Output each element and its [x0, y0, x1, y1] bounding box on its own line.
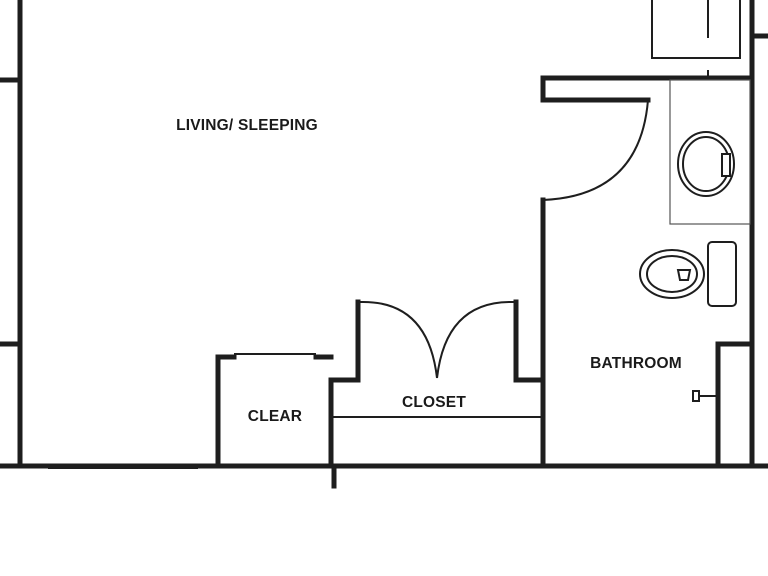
closet-doors [359, 300, 515, 379]
vanity-counter [669, 79, 751, 225]
bathroom-door-swing [542, 99, 649, 201]
toilet-flush-hole [676, 269, 692, 281]
toilet-tank [707, 241, 737, 307]
closet-door-right-swing [436, 300, 515, 379]
handle-icon [692, 390, 718, 402]
label-living-sleeping: LIVING/ SLEEPING [176, 117, 318, 134]
bathroom-right-inner-wall [715, 341, 755, 469]
sink-faucet [721, 153, 731, 177]
closet-door-left-swing [359, 300, 438, 379]
clear-left-wall [215, 354, 237, 469]
label-closet: CLOSET [402, 394, 466, 411]
label-bathroom: BATHROOM [590, 355, 682, 372]
bathroom-top-wall [540, 75, 755, 103]
toilet-seat [646, 255, 698, 293]
walls [0, 0, 768, 489]
closet-left-wall [328, 299, 361, 469]
shower-frame [651, 0, 741, 59]
sink-icon [677, 131, 735, 197]
toilet-icon [639, 241, 737, 307]
label-clear: CLEAR [248, 408, 302, 425]
shower-unit [651, 0, 741, 78]
handle-knob [692, 390, 700, 402]
closet-right-wall [513, 299, 546, 383]
